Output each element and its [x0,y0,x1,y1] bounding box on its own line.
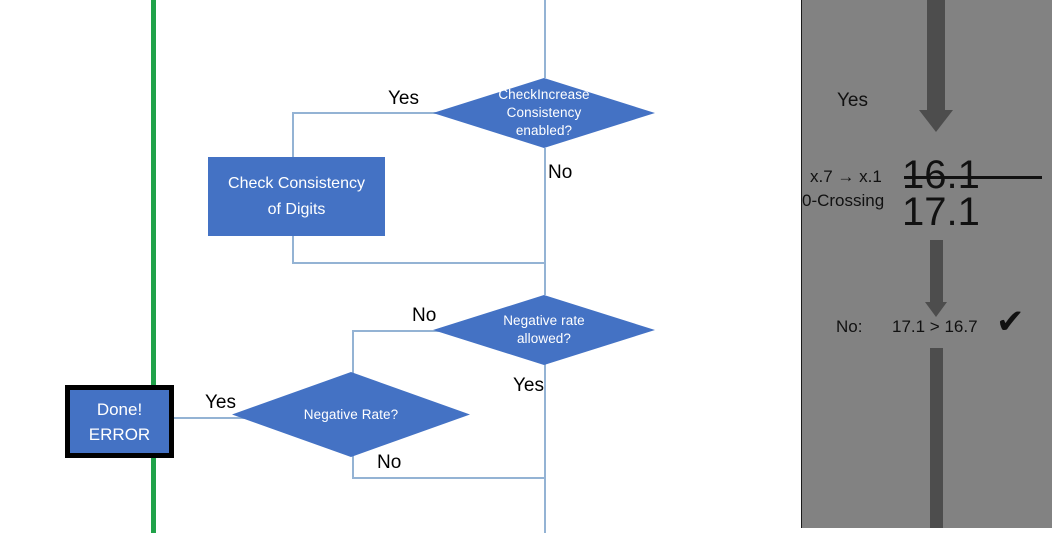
decision-label-line-1: CheckIncrease [498,87,590,102]
connector-spine-bottom [544,477,546,533]
decision-label-line-1: Negative Rate? [303,406,399,422]
branch-label-check-increase-no: No [548,162,573,183]
branch-label-check-increase-yes: Yes [388,88,419,109]
decision-label-line-3: enabled? [515,123,573,138]
green-guide-line [151,0,156,533]
decision-label: CheckIncrease Consistency enabled? [498,86,589,140]
connector-consistency-out-v [292,236,294,263]
down-arrow-shaft-top [927,0,945,112]
decision-label-line-2: Consistency [506,105,582,120]
panel-value-struck: 16.1 [902,155,1052,195]
process-label: Check Consistency of Digits [228,171,365,223]
panel-left-border [801,0,803,528]
down-arrow-head-mid [925,302,947,317]
decision-label: Negative rate allowed? [503,312,585,348]
decision-negative-rate[interactable]: Negative Rate? [232,372,470,457]
process-label-line-1: Check Consistency [228,174,365,192]
decision-check-increase-consistency[interactable]: CheckIncrease Consistency enabled? [433,78,655,148]
branch-label-negative-rate-no: No [377,452,402,473]
terminator-label-line-2: ERROR [88,424,151,444]
down-arrow-head-top [919,110,953,132]
down-arrow-shaft-mid [930,240,943,305]
branch-label-negative-rate-yes: Yes [205,392,236,413]
connector-consistency-out-h [292,262,546,264]
process-label-line-2: of Digits [267,200,326,218]
connector-checkincrease-yes-v [292,112,294,157]
annotation-panel: Yes x.7 → x.1 0-Crossing 16.1 17.1 No: 1… [802,0,1052,528]
decision-label: Negative Rate? [304,406,398,424]
connector-negrate-yes-h [172,417,252,419]
panel-yes-label: Yes [837,90,868,111]
connector-checkincrease-yes-h [292,112,447,114]
panel-check-mark: ✔ [996,303,1025,341]
branch-label-negative-rate-allowed-yes: Yes [513,375,544,396]
decision-negative-rate-allowed[interactable]: Negative rate allowed? [433,295,655,365]
connector-allowed-no-h [352,330,448,332]
panel-rule-label-line-1: x.7 → x.1 [810,167,882,186]
connector-allowed-yes-v [544,364,546,478]
decision-label-line-2: allowed? [516,331,572,346]
decision-label-line-1: Negative rate [503,313,585,328]
terminator-done-error[interactable]: Done! ERROR [65,385,174,458]
connector-spine-top [544,0,546,78]
connector-negrate-no-h [352,477,546,479]
terminator-label-line-1: Done! [96,399,143,419]
panel-comparison-prefix: No: [836,317,863,336]
panel-value-result: 17.1 [902,190,980,234]
panel-rule-label-line-2: 0-Crossing [802,191,885,210]
down-arrow-shaft-bottom [930,348,943,528]
process-check-consistency-of-digits[interactable]: Check Consistency of Digits [208,157,385,236]
connector-checkincrease-no [544,148,546,263]
connector-negrate-no-v [352,456,354,478]
panel-comparison-expression: 17.1 > 16.7 [892,317,978,336]
connector-spine-mid [544,262,546,295]
branch-label-negative-rate-allowed-no: No [412,305,437,326]
